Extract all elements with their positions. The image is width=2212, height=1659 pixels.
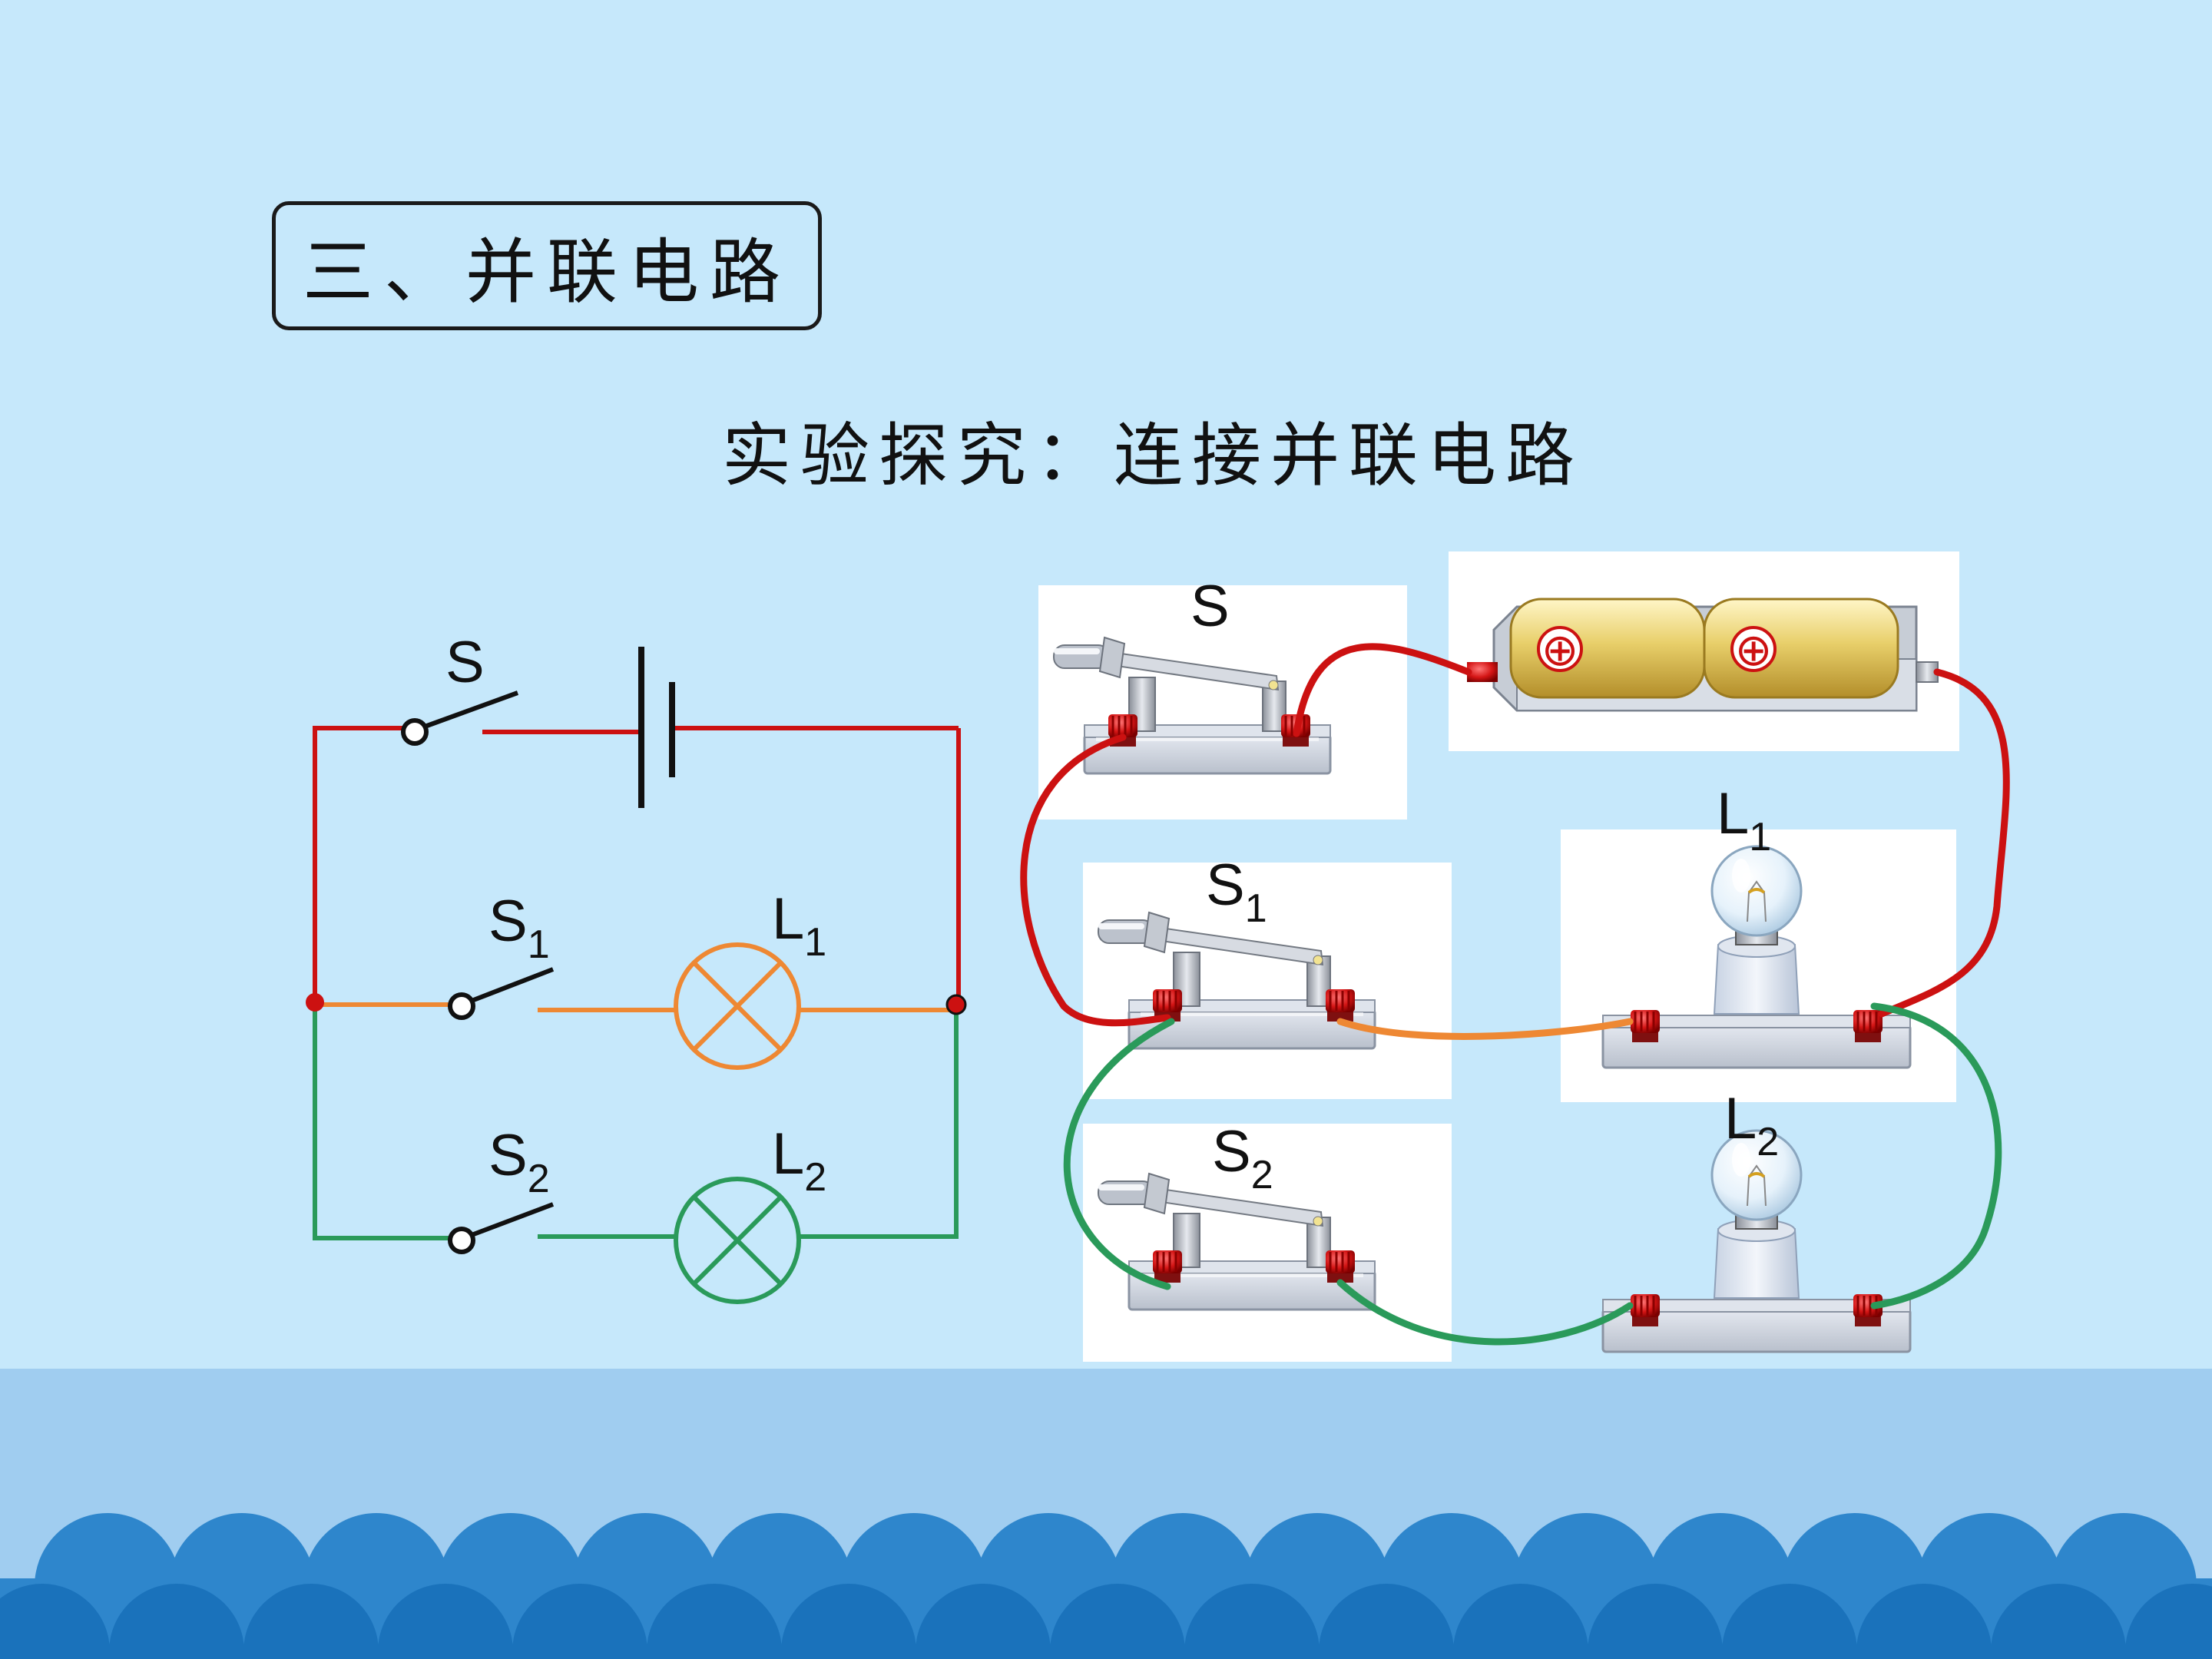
apparatus-switch-1-label: S1	[1206, 853, 1267, 931]
circuit-schematic: S S1 L1	[306, 630, 967, 1304]
slide-title: 三、并联电路	[302, 230, 791, 313]
title-box: 三、并联电路	[272, 201, 822, 330]
junction-node-left	[306, 993, 324, 1012]
apparatus-battery: ⊕ ⊕	[1467, 598, 1939, 712]
schematic-lamp-1	[674, 942, 801, 1070]
apparatus-lamp-1-label: L1	[1717, 781, 1771, 859]
apparatus-wire-battery-to-lamp1	[1878, 668, 2010, 1018]
slide-subtitle: 实验探究：连接并联电路	[722, 416, 1584, 496]
schematic-switch-main	[401, 690, 519, 746]
bottom-wave-decoration	[0, 1369, 2212, 1659]
schematic-lamp-1-label: L1	[772, 886, 826, 965]
battery-plus-symbol-1: ⊕	[1541, 625, 1579, 675]
apparatus-wire-switch1-to-lamp1	[1336, 1018, 1634, 1040]
schematic-switch-1-label: S1	[488, 889, 550, 967]
branch1-wire	[315, 1002, 959, 1012]
panel-switch-1	[1083, 863, 1452, 1099]
main-circuit-wire	[313, 726, 961, 1002]
panel-switch-2	[1083, 1124, 1452, 1362]
apparatus-wire-lamp2-to-lamp1	[1870, 1002, 2002, 1310]
schematic-switch-main-label: S	[445, 630, 485, 695]
schematic-switch-1	[448, 967, 555, 1020]
panel-switch-main	[1038, 585, 1407, 820]
branch2-wire	[313, 1002, 959, 1240]
battery-plus-symbol-2: ⊕	[1735, 625, 1773, 675]
apparatus-lamp-2-label: L2	[1724, 1086, 1779, 1164]
schematic-lamp-2-label: L2	[772, 1121, 826, 1200]
schematic-battery	[638, 647, 675, 808]
apparatus-wire-switch-to-junction	[1020, 733, 1171, 1027]
apparatus-diagram: ⊕ ⊕ S S1 S2 L1	[1020, 551, 2010, 1362]
apparatus-wire-junction-to-switch2	[1063, 1018, 1175, 1290]
apparatus-wire-switch-to-battery	[1293, 643, 1472, 737]
schematic-switch-2-label: S2	[488, 1123, 550, 1201]
apparatus-switch-main-label: S	[1190, 574, 1230, 639]
schematic-lamp-2	[674, 1177, 801, 1304]
apparatus-switch-2-label: S2	[1212, 1119, 1273, 1197]
schematic-switch-2	[448, 1202, 555, 1254]
junction-node-right	[945, 994, 967, 1015]
apparatus-wire-switch2-to-lamp2	[1336, 1279, 1634, 1346]
